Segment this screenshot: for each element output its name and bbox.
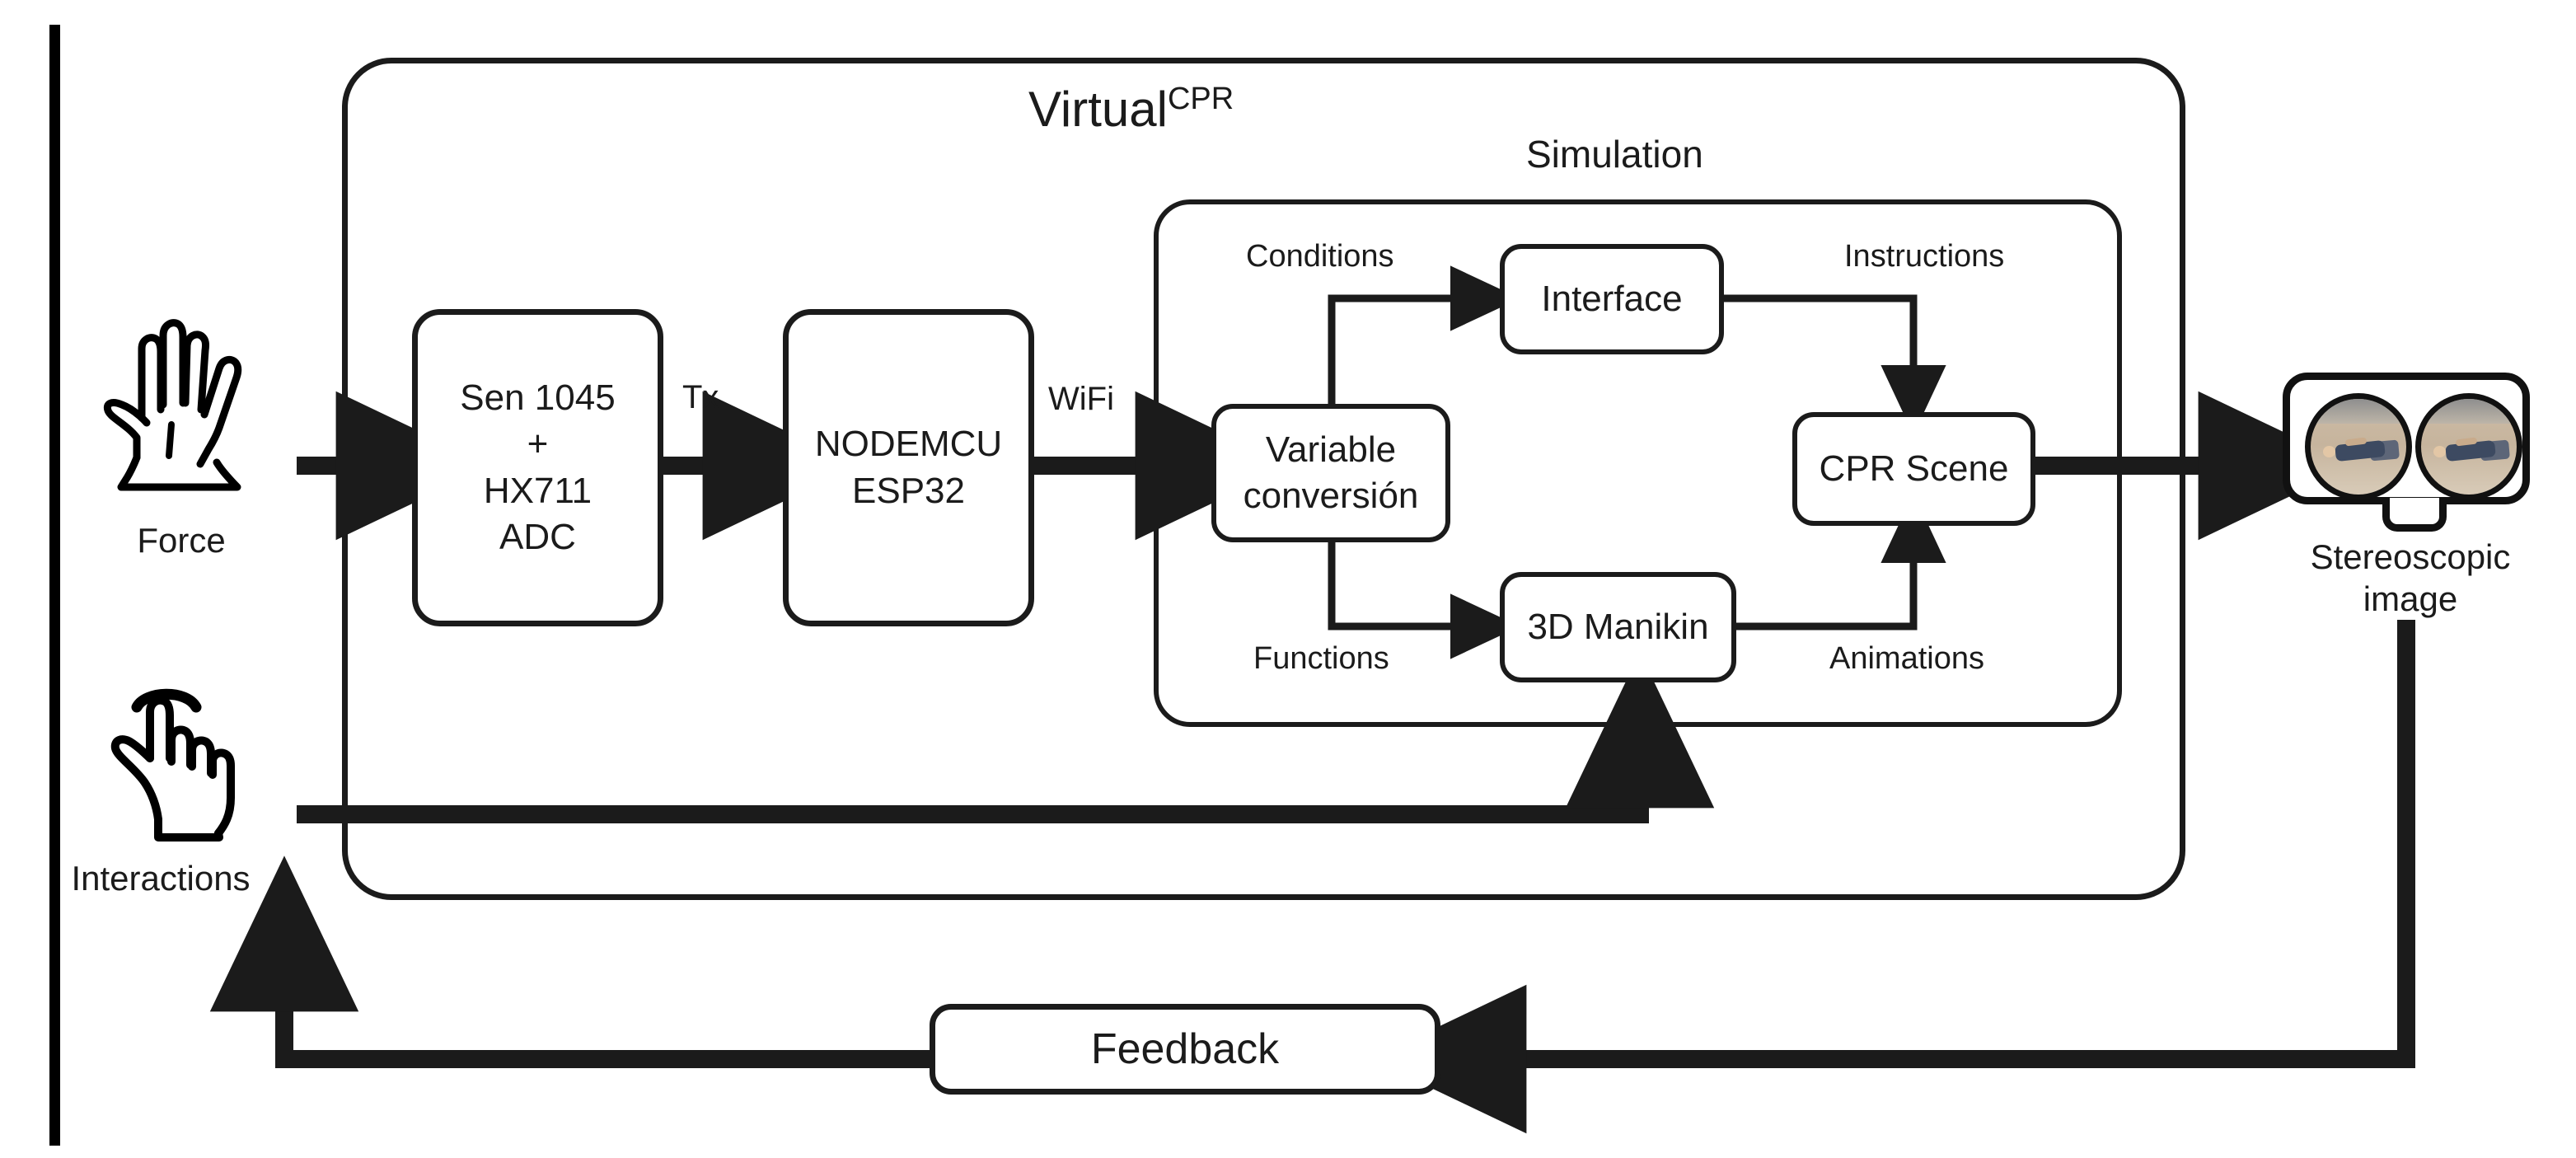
node-3d-manikin-label: 3D Manikin bbox=[1527, 606, 1709, 647]
node-interface-label: Interface bbox=[1541, 278, 1683, 319]
vr-nose-notch bbox=[2382, 498, 2447, 532]
node-feedback-label: Feedback bbox=[1090, 1024, 1280, 1073]
vr-scene-ceiling-left bbox=[2311, 399, 2406, 424]
edge-label-conditions: Conditions bbox=[1246, 239, 1394, 274]
vr-scene-head-left bbox=[2323, 445, 2336, 457]
vr-lens-right bbox=[2415, 393, 2522, 500]
node-sensor[interactable]: Sen 1045 + HX711 ADC bbox=[412, 309, 663, 626]
interactions-icon-wrap bbox=[105, 682, 254, 860]
node-3d-manikin[interactable]: 3D Manikin bbox=[1500, 572, 1736, 682]
interactions-label: Interactions bbox=[71, 859, 251, 898]
node-nodemcu-line2: ESP32 bbox=[852, 470, 965, 511]
open-hand-icon bbox=[103, 319, 242, 491]
node-nodemcu[interactable]: NODEMCU ESP32 bbox=[783, 309, 1034, 626]
edge-label-instructions: Instructions bbox=[1844, 239, 2005, 274]
force-icon-wrap bbox=[99, 317, 264, 507]
flow-label-wifi: WiFi bbox=[1048, 381, 1114, 417]
node-nodemcu-line1: NODEMCU bbox=[814, 424, 1003, 465]
node-variable-conversion-line2: conversión bbox=[1243, 476, 1419, 516]
node-variable-conversion-line1: Variable bbox=[1265, 429, 1397, 470]
node-variable-conversion[interactable]: Variable conversión bbox=[1211, 404, 1450, 542]
node-cpr-scene-label: CPR Scene bbox=[1819, 448, 2009, 489]
node-sensor-line2: + bbox=[527, 424, 549, 465]
left-margin-rule bbox=[49, 25, 60, 1146]
node-sensor-line3: HX711 bbox=[483, 470, 592, 511]
vr-lens-left bbox=[2305, 393, 2412, 500]
page-title: VirtualCPR bbox=[1028, 81, 1234, 138]
page-title-superscript: CPR bbox=[1167, 82, 1234, 116]
vr-scene-head-right bbox=[2433, 445, 2447, 457]
node-cpr-scene[interactable]: CPR Scene bbox=[1792, 412, 2035, 526]
vr-headset-icon bbox=[2283, 373, 2530, 504]
edge-label-animations: Animations bbox=[1829, 641, 1984, 676]
node-sensor-line1: Sen 1045 bbox=[460, 377, 616, 418]
flow-label-tx: Tx bbox=[682, 379, 719, 415]
node-interface[interactable]: Interface bbox=[1500, 244, 1724, 354]
pointing-hand-tap-icon bbox=[110, 688, 235, 842]
simulation-container bbox=[1154, 199, 2122, 727]
node-feedback[interactable]: Feedback bbox=[930, 1004, 1440, 1095]
edge-label-functions: Functions bbox=[1253, 641, 1389, 676]
node-sensor-line4: ADC bbox=[499, 516, 576, 557]
stereoscopic-image-label-line2: image bbox=[2363, 579, 2458, 619]
page-title-main: Virtual bbox=[1028, 82, 1168, 137]
virtual-cpr-container bbox=[342, 58, 2185, 900]
force-label: Force bbox=[137, 521, 226, 560]
vr-scene-ceiling-right bbox=[2421, 399, 2517, 424]
stereoscopic-image-label-line1: Stereoscopic bbox=[2310, 537, 2511, 576]
stereoscopic-image-label: Stereoscopic image bbox=[2274, 536, 2546, 620]
simulation-title: Simulation bbox=[1526, 133, 1703, 176]
